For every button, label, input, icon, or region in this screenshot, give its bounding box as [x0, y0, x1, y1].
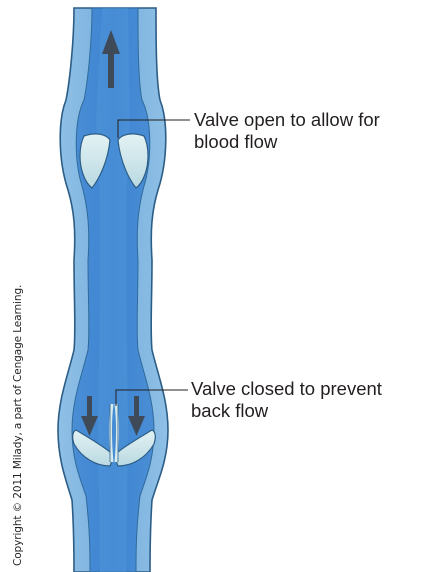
valve-open-label: Valve open to allow for blood flow	[194, 109, 380, 153]
flow-band	[96, 8, 130, 572]
valve-closed-label-line1: Valve closed to prevent	[191, 378, 382, 400]
valve-open-label-line1: Valve open to allow for	[194, 109, 380, 131]
valve-open-label-line2: blood flow	[194, 131, 380, 153]
valve-closed-label-line2: back flow	[191, 400, 382, 422]
valve-closed-label: Valve closed to prevent back flow	[191, 378, 382, 422]
copyright-notice: Copyright © 2011 Milady, a part of Cenga…	[12, 285, 24, 566]
